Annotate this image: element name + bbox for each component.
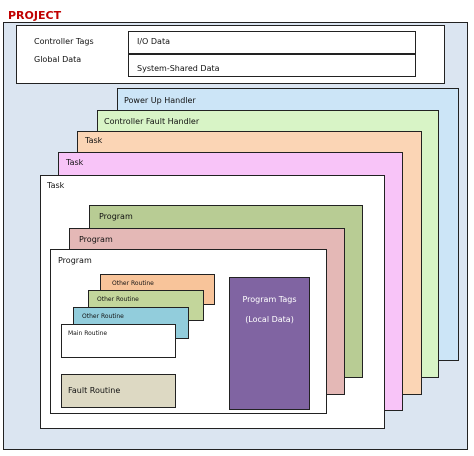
project-title: PROJECT bbox=[8, 9, 62, 22]
global-data-label: Global Data bbox=[34, 55, 82, 64]
program-label-rose: Program bbox=[79, 235, 113, 244]
io-data-box bbox=[128, 31, 416, 54]
task-label-white: Task bbox=[47, 181, 65, 190]
program-label-green: Program bbox=[99, 212, 133, 221]
system-shared-data-label: System-Shared Data bbox=[137, 64, 220, 73]
program-tags-label: Program Tags bbox=[242, 295, 297, 304]
task-label-orange: Task bbox=[85, 136, 103, 145]
main-routine-label: Main Routine bbox=[68, 330, 108, 337]
program-label-white: Program bbox=[58, 256, 92, 265]
other-routine-label-orange: Other Routine bbox=[112, 280, 154, 287]
system-shared-data-box bbox=[128, 54, 416, 77]
io-data-label: I/O Data bbox=[137, 37, 170, 46]
controller-tags-label: Controller Tags bbox=[34, 37, 94, 46]
task-label-pink: Task bbox=[66, 158, 84, 167]
fault-routine-box bbox=[61, 374, 176, 408]
controller-fault-handler-label: Controller Fault Handler bbox=[104, 117, 200, 126]
power-up-handler-label: Power Up Handler bbox=[124, 96, 196, 105]
other-routine-label-green: Other Routine bbox=[97, 296, 139, 303]
program-tags-box bbox=[229, 277, 310, 410]
other-routine-label-blue: Other Routine bbox=[82, 313, 124, 320]
fault-routine-label: Fault Routine bbox=[68, 386, 121, 395]
main-routine-box bbox=[61, 324, 176, 358]
program-tags-local-data-label: (Local Data) bbox=[245, 315, 294, 324]
